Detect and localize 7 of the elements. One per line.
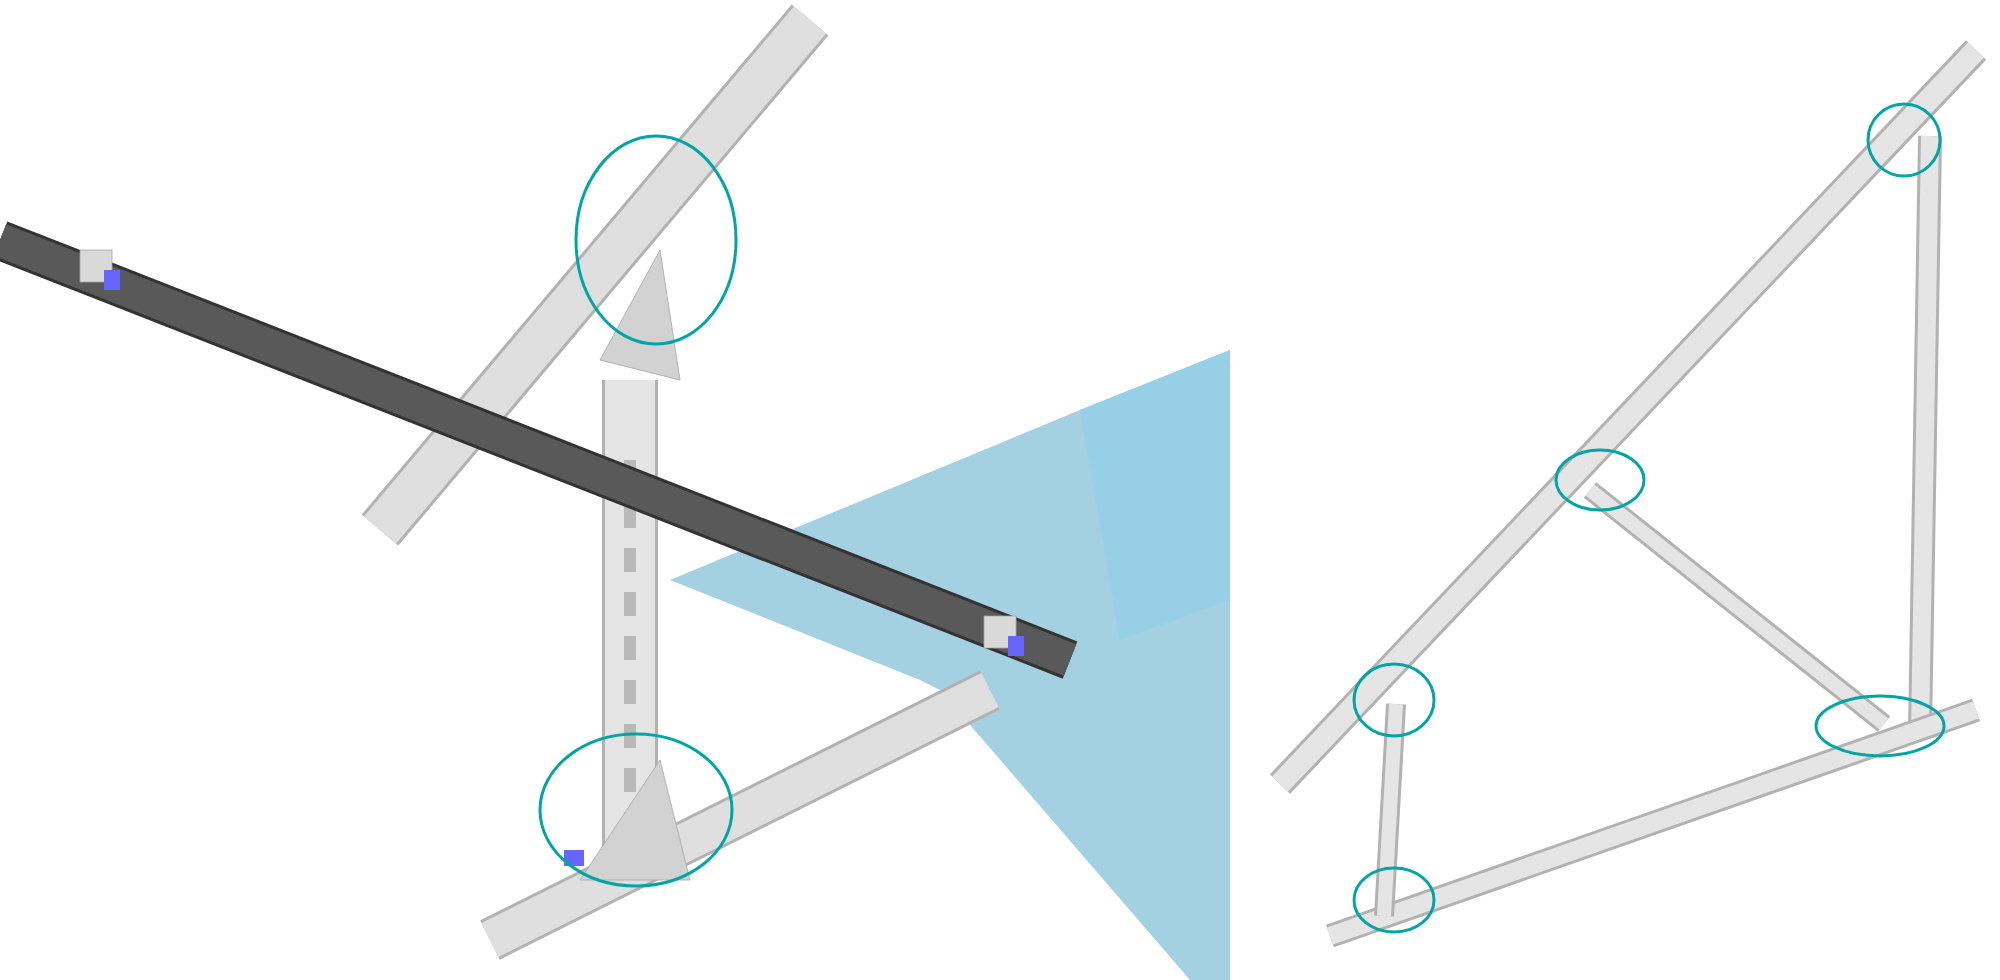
highlight-ellipse xyxy=(1866,102,1942,178)
highlight-ellipse xyxy=(1352,662,1436,738)
highlight-ellipse xyxy=(574,134,738,346)
highlight-ellipse xyxy=(1554,448,1646,512)
highlight-ellipse xyxy=(1814,694,1946,758)
highlight-ellipse xyxy=(1352,866,1436,934)
highlight-ellipse xyxy=(538,732,734,888)
